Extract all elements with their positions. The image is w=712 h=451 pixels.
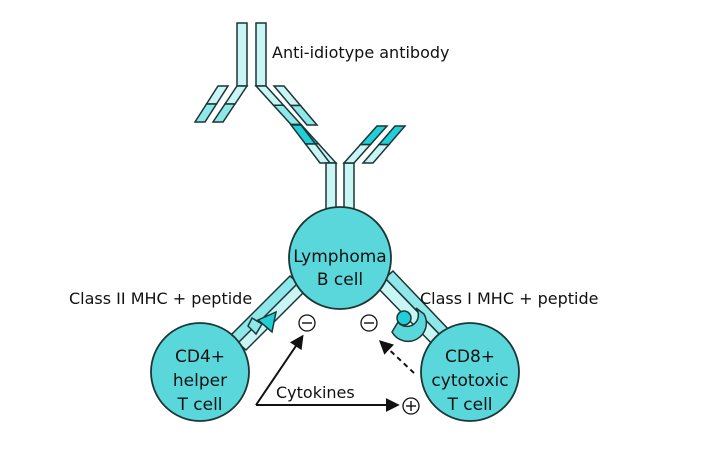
dashed-arrow-cd8-to-lymphoma <box>378 340 415 374</box>
cd4-helper-t-cell: CD4+ helper T cell <box>150 322 250 422</box>
svg-text:T cell: T cell <box>446 395 492 415</box>
top-antibody-right-light <box>288 104 319 126</box>
svg-text:cytotoxic: cytotoxic <box>431 371 508 391</box>
svg-text:B cell: B cell <box>317 270 363 290</box>
lower-antibody-left-light <box>289 124 318 145</box>
cytokines-label: Cytokines <box>276 383 355 402</box>
top-antibody-left-heavy <box>211 103 237 123</box>
top-antibody-heavy-stem <box>236 22 248 87</box>
lower-antibody-right-light <box>377 125 407 146</box>
class2-mhc-icon <box>247 310 278 336</box>
minus-sign-right <box>360 314 378 332</box>
class1-mhc-icon <box>391 307 428 343</box>
class1-label: Class I MHC + peptide <box>420 289 598 308</box>
class2-label: Class II MHC + peptide <box>69 289 252 308</box>
top-antibody-left-light <box>205 85 230 105</box>
svg-text:Lymphoma: Lymphoma <box>293 247 386 267</box>
top-antibody-left-heavy <box>223 85 249 105</box>
top-antibody-heavy-stem <box>255 22 267 87</box>
plus-sign <box>402 397 420 415</box>
svg-text:CD4+: CD4+ <box>175 347 225 367</box>
antibody-label: Anti-idiotype antibody <box>272 43 449 62</box>
svg-text:helper: helper <box>173 371 227 391</box>
lymphoma-b-cell: Lymphoma B cell <box>288 206 392 310</box>
svg-text:CD8+: CD8+ <box>445 347 495 367</box>
lower-antibody-right-heavy <box>358 125 389 146</box>
arrow-to-lymphoma <box>255 334 304 406</box>
cd4-lymphoma-link <box>228 274 308 352</box>
cd8-cytotoxic-t-cell: CD8+ cytotoxic T cell <box>420 322 520 422</box>
minus-sign-left <box>298 314 316 332</box>
top-antibody-left-light <box>193 103 218 123</box>
svg-text:T cell: T cell <box>176 395 222 415</box>
